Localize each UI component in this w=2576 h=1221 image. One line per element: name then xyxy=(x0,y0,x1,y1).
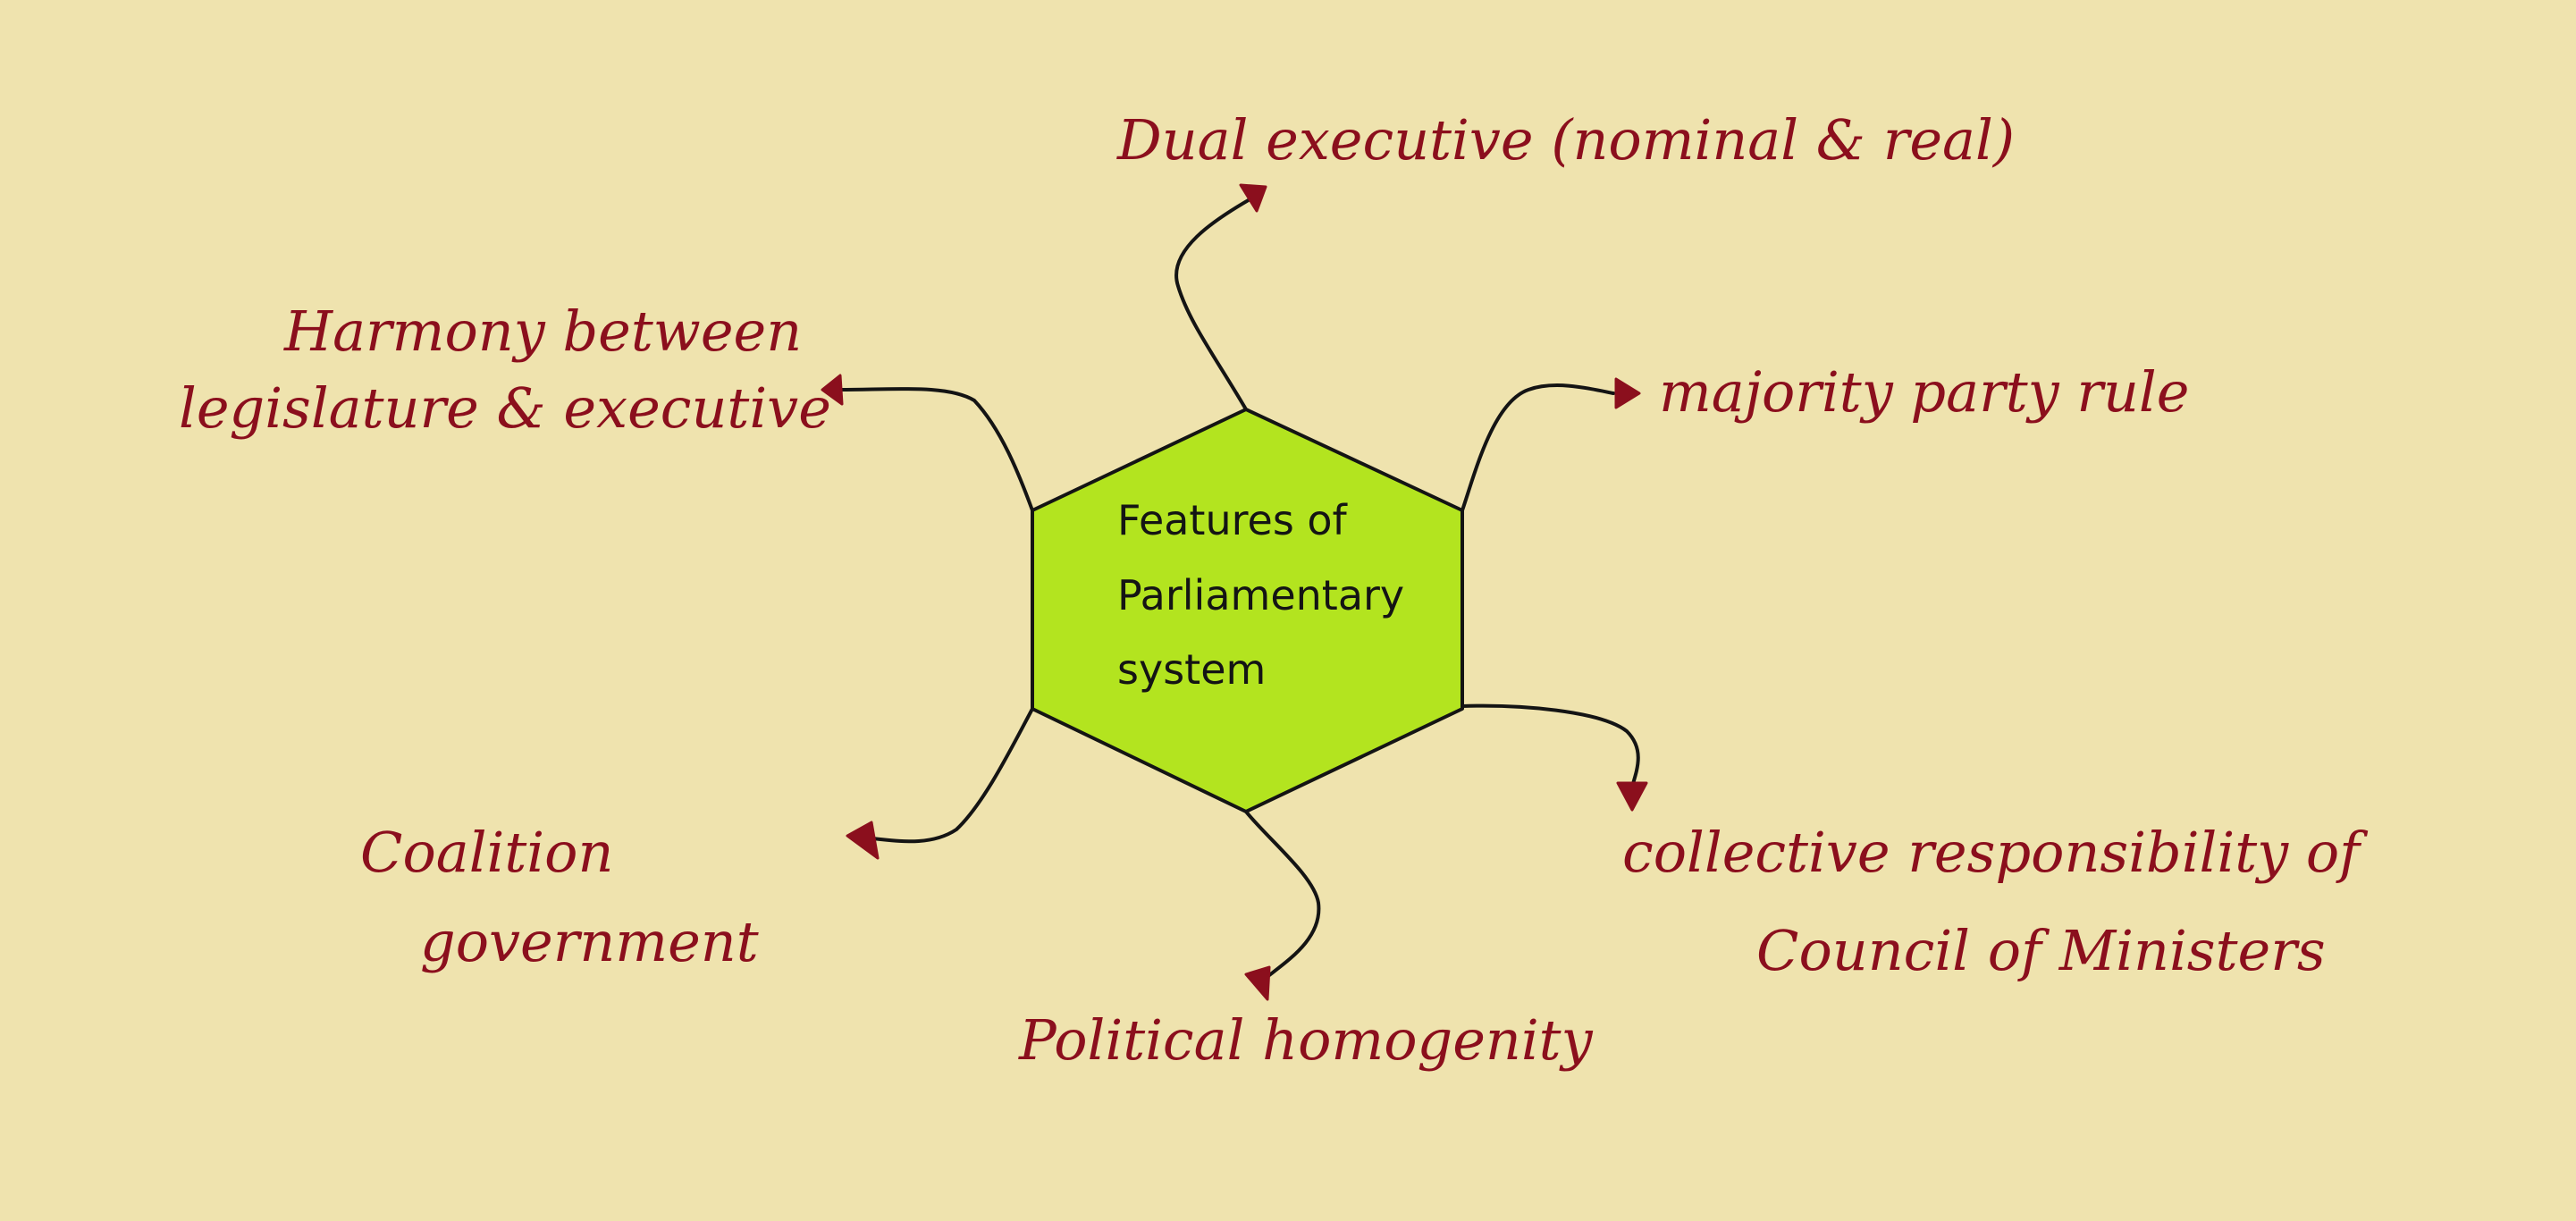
feature-political-homogeneity: Political homogenity xyxy=(1018,1007,1594,1073)
connector-collective-responsibility xyxy=(1461,703,1640,788)
feature-collective-line-2: Council of Ministers xyxy=(1756,918,2326,983)
feature-majority-party-rule: majority party rule xyxy=(1659,359,2189,425)
arrowhead-dual-executive xyxy=(1239,183,1267,213)
center-title-line-1: Features of xyxy=(1117,496,1349,544)
feature-coalition-line-2: government xyxy=(420,909,759,974)
connector-majority-party-rule xyxy=(1461,383,1615,512)
center-title-line-3: system xyxy=(1117,645,1266,694)
center-title-line-2: Parliamentary xyxy=(1117,571,1404,619)
feature-coalition-line-1: Coalition xyxy=(360,820,613,885)
arrowhead-political-homogeneity xyxy=(1244,965,1271,1001)
connector-coalition-government xyxy=(870,707,1034,844)
connector-harmony xyxy=(838,387,1034,512)
feature-harmony-line-2: legislature & executive xyxy=(179,375,831,441)
feature-dual-executive: Dual executive (nominal & real) xyxy=(1116,107,2015,173)
arrowhead-coalition-government xyxy=(846,821,880,860)
connector-political-homogeneity xyxy=(1244,810,1321,981)
connector-dual-executive xyxy=(1174,197,1253,411)
feature-harmony-line-1: Harmony between xyxy=(283,299,802,364)
arrowhead-majority-party-rule xyxy=(1614,377,1641,409)
arrowhead-harmony xyxy=(821,374,844,406)
feature-collective-line-1: collective responsibility of xyxy=(1622,820,2369,885)
arrowhead-collective-responsibility xyxy=(1616,781,1648,812)
